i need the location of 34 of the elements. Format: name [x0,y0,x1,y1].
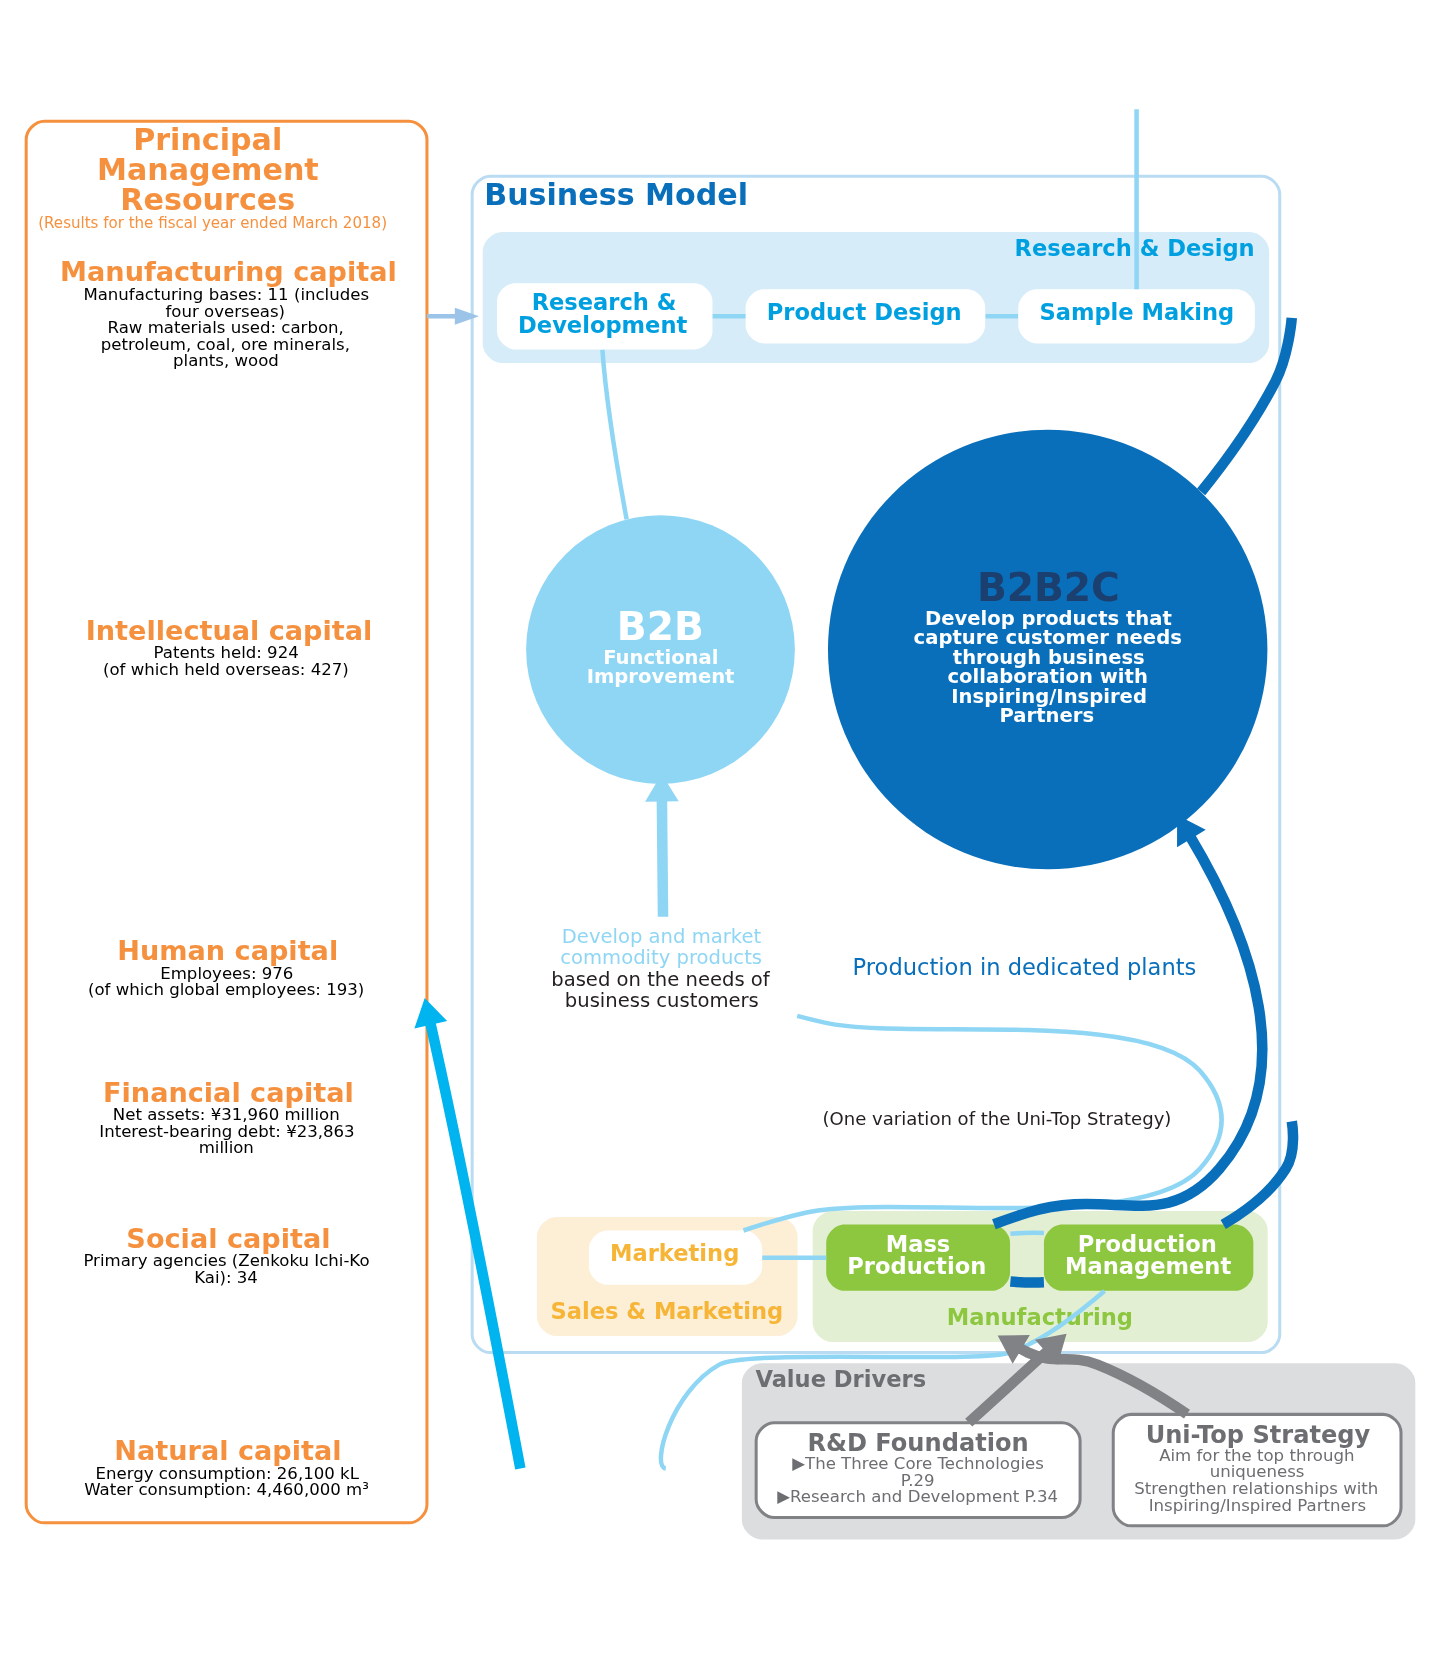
connector [742,1013,1224,1233]
label: Production in dedicated plants [852,954,1197,981]
node-text: Intellectual capital Patents held: 924 (of which held overseas: 427) [85,614,373,679]
node-box: Product Design [745,289,986,344]
connector [985,314,1019,319]
connector [1134,109,1139,290]
arrow [965,1333,1067,1427]
connector [600,349,629,520]
connector [1010,1230,1044,1237]
node-box: Sample Making [1018,289,1255,344]
node-box: R&D Foundation ▶The Three Core Technologies P.29 ▶Research and Development P.34 [754,1421,1082,1520]
connector [762,1255,827,1260]
node-box: Production Management [1043,1224,1254,1291]
node-box: Mass Production [826,1224,1011,1291]
connector [1220,1120,1299,1230]
node-text: Social capital Primary agencies (Zenkoku Ichi-Ko Kai): 34 [83,1222,370,1287]
node-circle: B2B2C Develop products that capture customer needs through business collaboration with Inspiring/Inspired Partners [828,429,1268,870]
node-box: Research & Development [497,283,713,350]
arrow [426,307,479,325]
node-text: Financial capital Net assets: ¥31,960 million Interest-bearing debt: ¥23,863 million [99,1076,355,1158]
arrow [997,1334,1190,1419]
node-box: Marketing [588,1230,763,1285]
arrow [414,998,526,1470]
connector [658,1289,1106,1471]
node-text: Natural capital Energy consumption: 26,100 kL Water consumption: 4,460,000 m³ [84,1435,369,1500]
node-text: Manufacturing capital Manufacturing bases: 11 (includes four overseas) Raw materials used: carbon, petroleum, coal, ore minerals, plants, wood [60,256,397,371]
node-text: Develop and market commodity products based on the needs of business customers [551,925,770,1012]
connector [1010,1276,1045,1288]
label: (One variation of the Uni-Top Strategy) [822,1107,1172,1129]
node-box: Uni-Top Strategy Aim for the top through uniqueness Strengthen relationships with Inspiring/Inspired Partners [1111,1412,1403,1528]
node-text: Human capital Employees: 976 (of which global employees: 193) [87,934,365,1000]
connector [712,314,746,319]
connector [1197,317,1297,496]
node-circle: B2B Functional Improvement [526,515,795,784]
